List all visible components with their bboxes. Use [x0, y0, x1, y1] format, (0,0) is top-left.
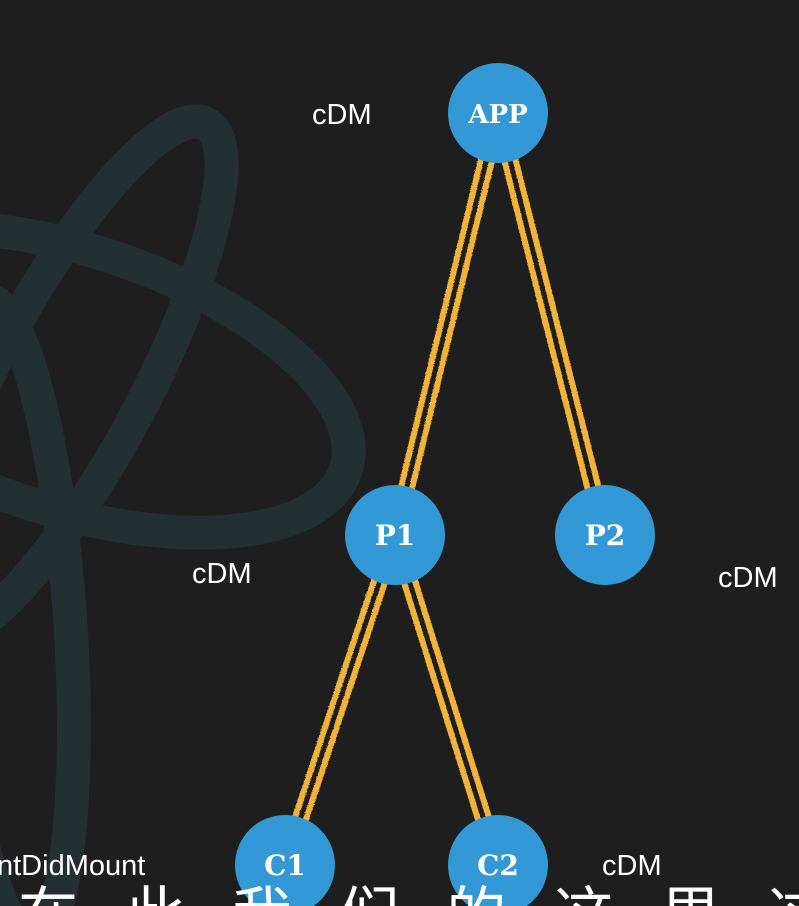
node-c2: C2: [448, 815, 548, 906]
node-p2: P2: [555, 485, 655, 585]
node-app: APP: [448, 63, 548, 163]
node-label-c1: C1: [264, 849, 306, 882]
subtitle-fragment: 在 此 我 们 的 这 里 这 边 的: [18, 881, 799, 906]
edge-app-p2-a: [512, 155, 602, 491]
edges-layer: [291, 155, 602, 825]
react-atom-logo-icon: [0, 104, 366, 906]
node-label-app: APP: [467, 100, 527, 130]
node-circle-p2: [555, 485, 655, 585]
side-label-p2: cDM: [718, 562, 778, 594]
side-label-c1: ntDidMount: [0, 850, 145, 882]
node-circle-c2: [448, 815, 548, 906]
node-circle-p1: [345, 485, 445, 585]
node-circle-c1: [235, 815, 335, 906]
side-label-c2: cDM: [602, 850, 662, 882]
edge-app-p2-b: [501, 157, 591, 493]
edge-app-p1-b: [398, 155, 485, 491]
side-labels-layer: cDM cDM cDM ntDidMount cDM: [0, 99, 778, 882]
node-label-c2: C2: [477, 849, 519, 882]
node-label-p2: P2: [585, 519, 626, 552]
node-label-p1: P1: [375, 519, 416, 552]
node-p1: P1: [345, 485, 445, 585]
side-label-app: cDM: [312, 99, 372, 131]
edge-p1-c2-a: [411, 576, 492, 821]
edge-app-p1-a: [408, 157, 495, 493]
node-c1: C1: [235, 815, 335, 906]
node-circle-app: [448, 63, 548, 163]
side-label-p1: cDM: [192, 558, 252, 590]
edge-p1-c1-a: [302, 579, 389, 825]
edge-p1-c1-b: [291, 575, 378, 821]
edge-p1-c2-b: [401, 579, 482, 824]
